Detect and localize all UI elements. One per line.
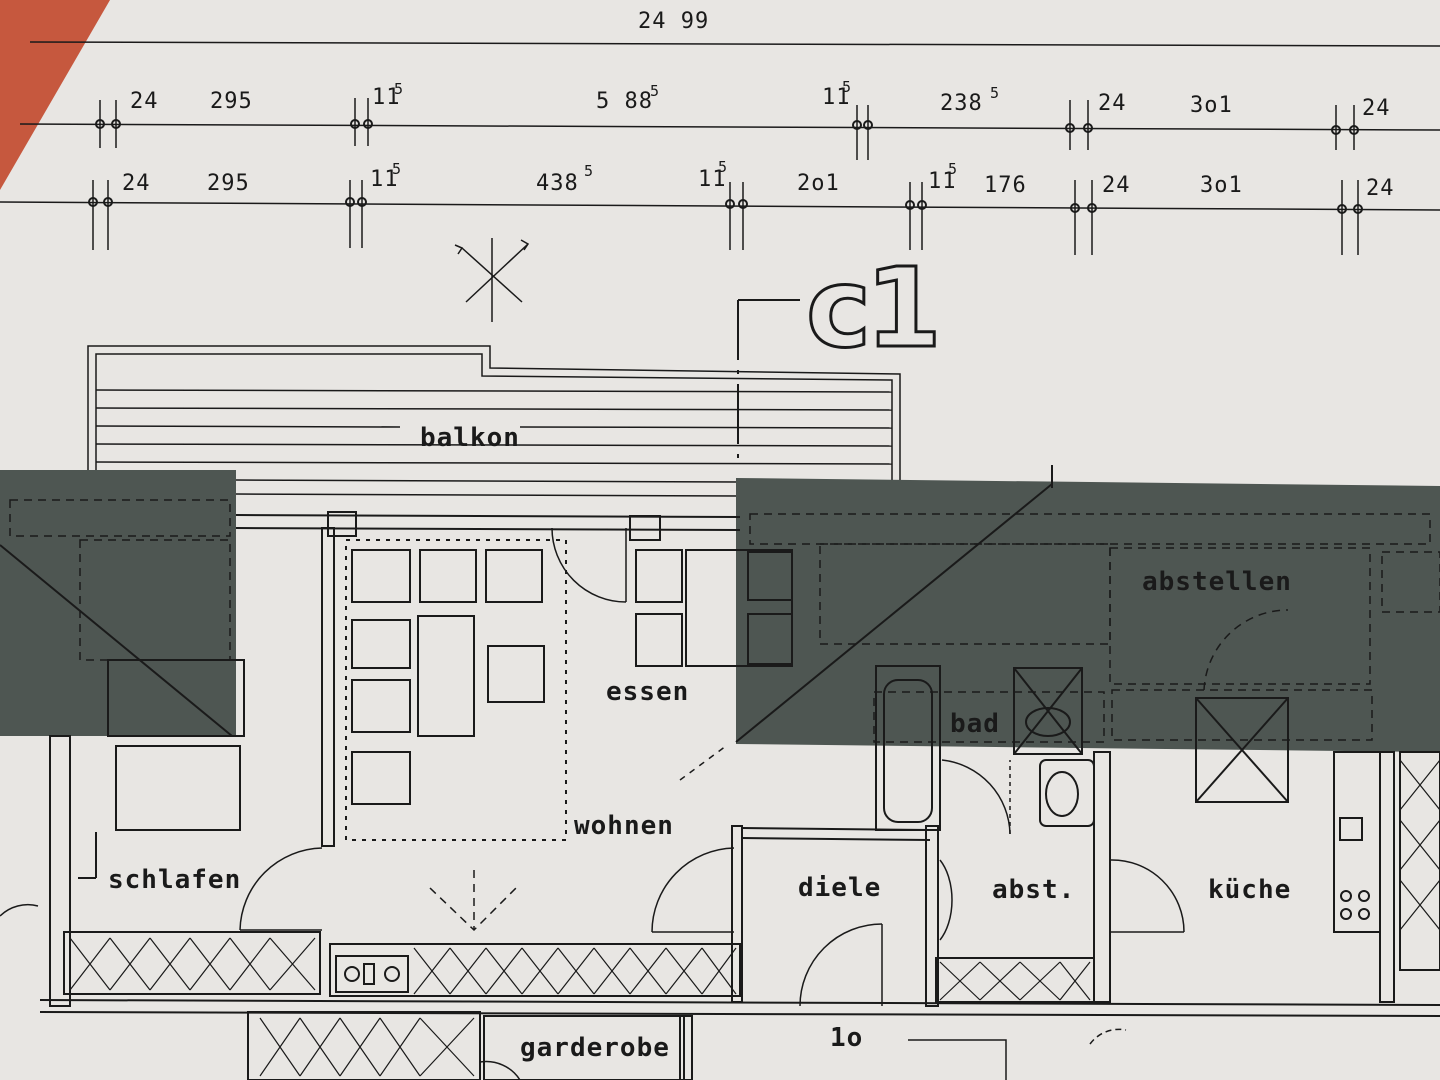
corridor-width-label: 1o (830, 1023, 863, 1053)
dim-value: 295 (207, 171, 250, 196)
room-label-bad: bad (950, 709, 1000, 739)
balcony (87, 345, 901, 497)
walls (39, 511, 1440, 1080)
room-label-balkon: balkon (420, 423, 520, 453)
roof-dashed-outlines (9, 499, 1440, 743)
window-hatching (69, 759, 1440, 1077)
dim-value: 11 (370, 167, 399, 192)
dim-row-2: 24 295 11 5 438 5 11 5 2o1 11 5 176 24 3… (122, 158, 1395, 201)
dim-value: 3o1 (1190, 93, 1233, 118)
dim-superscript: 5 (584, 162, 594, 180)
room-label-abstellen: abstellen (1142, 567, 1292, 597)
dim-superscript: 5 (650, 82, 660, 100)
dim-value: 5 88 (596, 89, 653, 114)
room-label-abst: abst. (992, 875, 1075, 905)
dim-value: 24 (122, 171, 151, 196)
dim-value: 238 (940, 91, 983, 116)
unit-mark-label: c1 (806, 244, 936, 372)
room-label-garderobe: garderobe (520, 1033, 670, 1063)
dim-value: 24 (1366, 176, 1395, 201)
room-label-schlafen: schlafen (108, 865, 241, 895)
dim-value: 11 (372, 85, 401, 110)
dim-value: 11 (928, 169, 957, 194)
dim-value: 295 (210, 89, 253, 114)
dim-value: 24 (130, 89, 159, 114)
dim-superscript: 5 (990, 84, 1000, 102)
dim-superscript: 5 (394, 80, 404, 98)
dim-overall: 24 99 (638, 9, 709, 34)
dim-value: 11 (698, 167, 727, 192)
dim-value: 24 (1098, 91, 1127, 116)
north-arrow-icon (454, 238, 530, 322)
room-label-kueche: küche (1208, 875, 1291, 905)
dim-superscript: 5 (392, 160, 402, 178)
unit-mark: c1 (737, 243, 943, 460)
room-label-essen: essen (606, 677, 689, 707)
dimension-dots (88, 119, 1363, 214)
dim-superscript: 5 (948, 160, 958, 178)
paper-corner-tab (0, 0, 110, 190)
room-label-diele: diele (798, 873, 881, 903)
dim-value: 438 (536, 171, 579, 196)
dim-value: 176 (984, 173, 1027, 198)
dim-value: 24 (1102, 173, 1131, 198)
dim-value: 11 (822, 85, 851, 110)
dim-value: 3o1 (1200, 173, 1243, 198)
dim-superscript: 5 (718, 158, 728, 176)
door-swings (0, 527, 1289, 1080)
room-label-wohnen: wohnen (574, 811, 674, 841)
dim-superscript: 5 (842, 78, 852, 96)
dim-row-1: 24 295 11 5 5 88 5 11 5 238 5 24 3o1 24 (130, 78, 1391, 121)
dim-value: 24 (1362, 96, 1391, 121)
dim-value: 2o1 (797, 171, 840, 196)
